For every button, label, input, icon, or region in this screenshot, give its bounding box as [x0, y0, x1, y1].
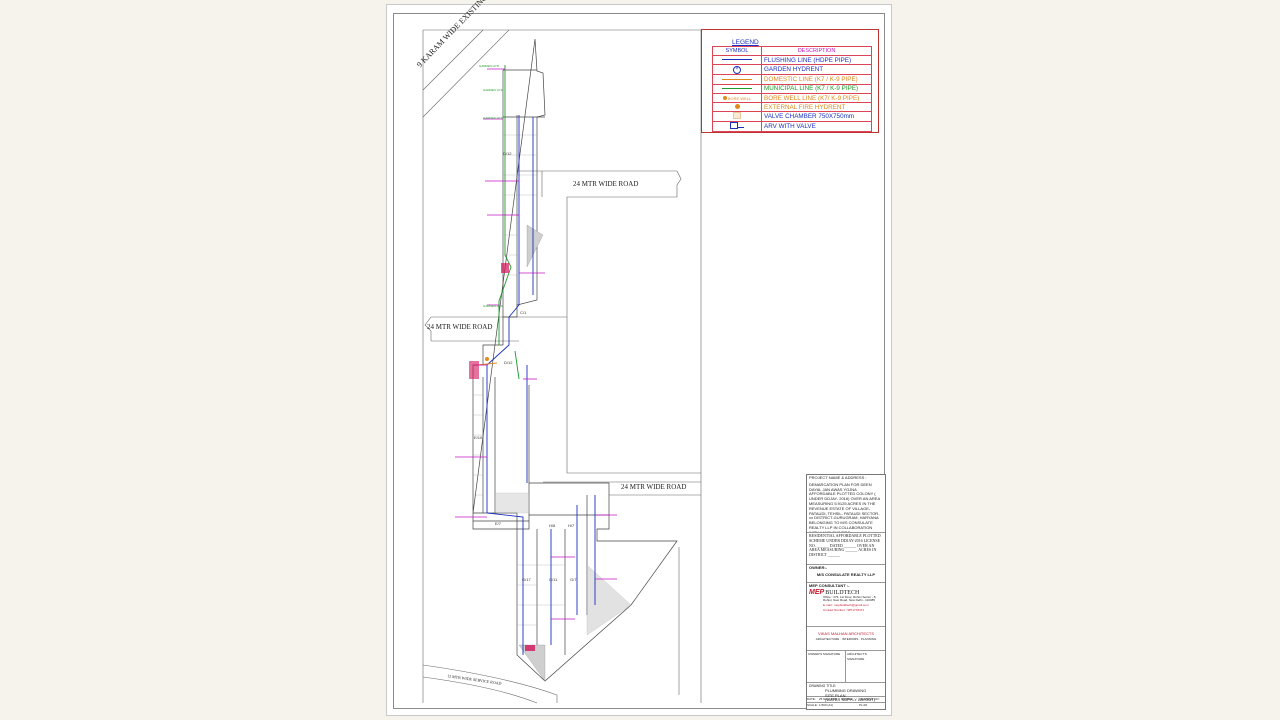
- hydrant-icon: ×: [712, 64, 762, 76]
- owner-signature-label: OWNER'S SIGNATURE: [808, 652, 841, 656]
- owner-name: M/S CONSULATE REALTY LLP: [816, 571, 876, 577]
- block-label: G/17: [522, 577, 531, 582]
- drawing-sheet: GARDEN HYD GARDEN HYD GARDEN HYD GARDEN HY…: [386, 0, 892, 716]
- drawing-title-2: SITE PLAN: [825, 692, 846, 698]
- scale-label: SCALE:: [807, 703, 818, 707]
- license-section: RESIDENTIAL AFFORDABLE PLOTTED SCHEME UN…: [807, 533, 885, 565]
- valve-chamber-icon: [712, 111, 762, 123]
- north-label: NORTH:: [841, 697, 853, 701]
- consultant-phone: Contact Number : 9871778471: [823, 607, 865, 612]
- blue-line-icon: [712, 54, 762, 66]
- legend-item-label: VALVE CHAMBER 750X750mm: [761, 111, 872, 123]
- architect-section: VIKAS MALHAN ARCHITECTS ARCHITECTURE · I…: [807, 627, 885, 651]
- project-section: PROJECT NAME & ADDRESS : DEMARCATION PLA…: [807, 475, 885, 533]
- hatch-area-4: [494, 492, 530, 514]
- drawing-border: [393, 13, 885, 709]
- legend-symbol-header: SYMBOL: [712, 46, 762, 56]
- legend-item-label: FLUSHING LINE (HDPE PIPE): [761, 54, 872, 66]
- road-24m-mid-breakline: [424, 316, 432, 341]
- legend-item-label: GARDEN HYDRENT: [761, 64, 872, 76]
- date-value: 25 NOV 2023: [819, 697, 838, 701]
- legend-item-label: EXTERNAL FIRE HYDRENT: [761, 102, 872, 113]
- block-label: H/7: [568, 523, 575, 528]
- fire-hydrant-marks: [469, 263, 535, 651]
- license-text: RESIDENTIAL AFFORDABLE PLOTTED SCHEME UN…: [809, 533, 881, 558]
- block-label: G/11: [549, 577, 558, 582]
- consultant-email: E-mail : mepbuildtech@gmail.com: [823, 602, 869, 607]
- drawing-title-label: DRAWING TITLE:: [809, 684, 837, 688]
- drawing-info-section: DRAWING TITLE: PLUMBING DRAWING SITE PLA…: [807, 683, 885, 709]
- drawing-title-3: (WATER SUPPLY LAYOUT): [825, 697, 876, 703]
- road-24m-mid-label: 24 MTR WIDE ROAD: [427, 323, 493, 331]
- architect-signature-label: ARCHITECT'S SIGNATURE: [847, 652, 867, 661]
- block-label: D/12: [504, 360, 513, 365]
- svg-text:GARDEN HYD: GARDEN HYD: [483, 304, 504, 308]
- block-label: E/7: [495, 521, 502, 526]
- karam-road-edge-1: [422, 29, 484, 91]
- consultant-name: BUILDTECH: [825, 589, 860, 596]
- block-label: E/10: [474, 435, 483, 440]
- block-label: D/12: [503, 151, 512, 156]
- service-road-curve-1: [422, 664, 558, 703]
- legend-item-label: DOMESTIC LINE (K7 / K-9 PIPE): [761, 74, 872, 85]
- architect-name: VIKAS MALHAN ARCHITECTS: [817, 631, 874, 636]
- road-24m-bottom-label: 24 MTR WIDE ROAD: [621, 483, 687, 491]
- svg-text:GARDEN HYD: GARDEN HYD: [483, 88, 504, 92]
- orange-line-icon: [712, 74, 762, 85]
- road-24m-top-outline: [517, 170, 701, 474]
- legend-table: SYMBOL DESCRIPTION FLUSHING LINE (HDPE P…: [712, 46, 872, 133]
- signature-section: OWNER'S SIGNATURE ARCHITECT'S SIGNATURE: [807, 651, 885, 683]
- flushing-line-main: [486, 115, 524, 655]
- owner-signature-box: OWNER'S SIGNATURE: [807, 651, 846, 682]
- legend-description-header: DESCRIPTION: [761, 46, 872, 56]
- title-block: PROJECT NAME & ADDRESS : DEMARCATION PLA…: [806, 474, 886, 710]
- consultant-logo: MEP: [809, 588, 825, 596]
- legend-item-label: MUNICIPAL LINE (K7 / K-9 PIPE): [761, 83, 872, 94]
- project-heading: PROJECT NAME & ADDRESS :: [809, 475, 867, 480]
- drawing-no-value: PL-00: [859, 703, 868, 707]
- project-text: DEMARCATION PLAN FOR DEEN DAYAL JAN AWAS…: [809, 481, 880, 533]
- svg-text:GARDEN HYD: GARDEN HYD: [483, 116, 504, 120]
- drawing-no-label: DRAWING NO:: [859, 697, 880, 701]
- site-plan-drawing: GARDEN HYD GARDEN HYD GARDEN HYD GARDEN HY…: [422, 29, 702, 704]
- owner-heading: OWNER:-: [809, 565, 827, 570]
- municipal-line-branch: [514, 350, 520, 380]
- block-label: C/1: [520, 310, 527, 315]
- owner-section: OWNER:- M/S CONSULATE REALTY LLP: [807, 565, 885, 583]
- consultant-section: MEP CONSULTANT :- MEP BUILDTECH Office :…: [807, 583, 885, 627]
- consultant-address: Office : 276, 1st Floor, Rohini Sector -…: [823, 594, 877, 603]
- bore-well-symbol-text: BORE WELL: [727, 95, 752, 101]
- block-label: G/7: [570, 577, 577, 582]
- hatch-area-3: [586, 564, 632, 636]
- legend-box: LEGEND SYMBOL DESCRIPTION FLUSHING LINE …: [701, 29, 879, 133]
- svg-text:GARDEN HYD: GARDEN HYD: [479, 64, 500, 68]
- municipal-line-main: [498, 65, 512, 345]
- legend-item-label: BORE WELL LINE (K7/ K-9 PIPE): [761, 92, 872, 104]
- road-24m-top-label: 24 MTR WIDE ROAD: [573, 180, 639, 188]
- legend-title: LEGEND: [732, 39, 759, 46]
- architect-signature-box: ARCHITECT'S SIGNATURE: [846, 651, 885, 682]
- fire-hydrant-icon: [712, 102, 762, 113]
- legend-item-label: ARV WITH VALVE: [761, 121, 872, 133]
- drawing-title-1: PLUMBING DRAWING: [825, 687, 867, 693]
- karam-road-edge-2: [422, 29, 510, 118]
- architect-sub: ARCHITECTURE · INTERIORS · PLANNING: [815, 636, 877, 641]
- scale-value: 1:500 (A1): [819, 703, 834, 707]
- bore-well-icon: BORE WELL: [712, 92, 762, 104]
- service-road-curve-2: [422, 676, 538, 704]
- hatch-area-1: [526, 224, 544, 268]
- green-line-icon: [712, 83, 762, 94]
- block-label: H/8: [549, 523, 556, 528]
- consultant-heading: MEP CONSULTANT :-: [809, 583, 850, 588]
- date-label: DATE:: [807, 697, 816, 701]
- arv-valve-icon: [712, 121, 762, 133]
